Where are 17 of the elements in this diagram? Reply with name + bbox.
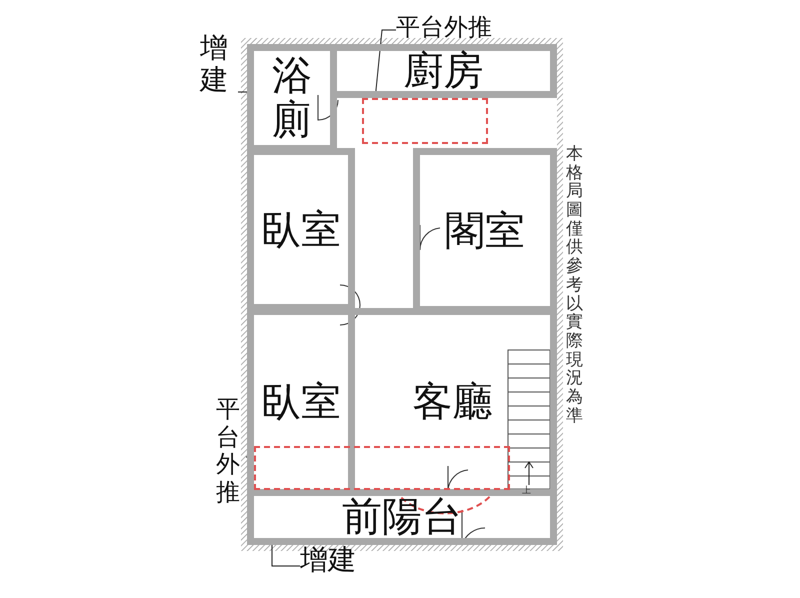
room-label: 前陽台 [342, 495, 462, 539]
callout-text: 平台外推 [216, 396, 242, 518]
room-label: 浴廁 [271, 54, 313, 142]
room-label: 臥室 [261, 380, 341, 424]
platform-extension-outline [362, 98, 488, 144]
note-text: 本格局圖僅供參考以實際現況為準 [566, 145, 584, 426]
callout-text: 增建 [300, 544, 376, 584]
callout-text: 平台外推 [396, 14, 506, 44]
room-label: 廚房 [404, 49, 484, 93]
stair-direction-label: 上 [522, 487, 531, 497]
platform-extension-outline [254, 446, 510, 490]
room-label: 閣室 [445, 208, 525, 252]
room-label: 臥室 [261, 208, 341, 252]
room-area [247, 148, 355, 311]
callout-text: 增建 [200, 32, 231, 118]
room-label: 客廳 [412, 380, 492, 424]
leader-line [272, 544, 300, 566]
